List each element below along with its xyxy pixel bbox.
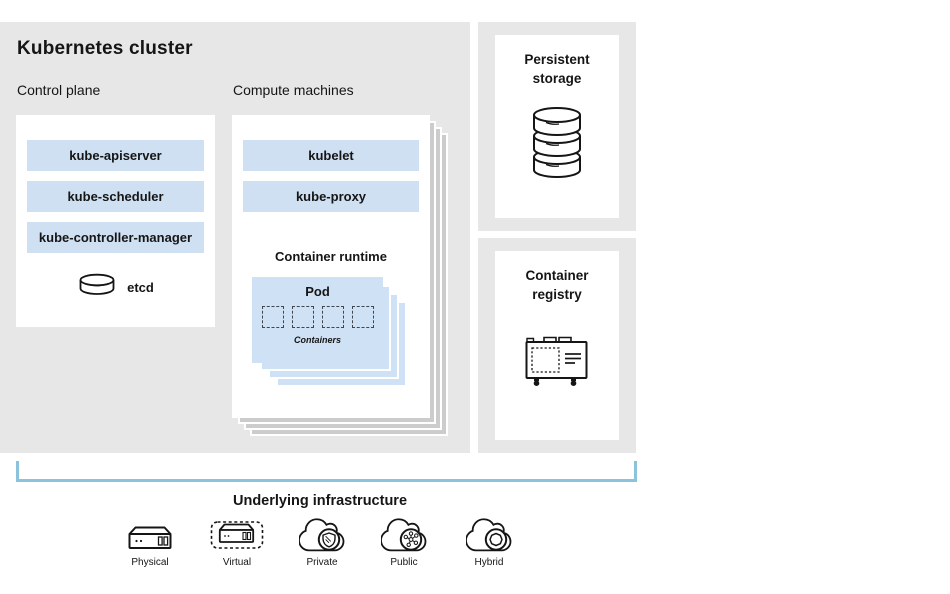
persistent-storage-panel: Persistent storage — [478, 22, 636, 231]
infra-item-public: Public — [364, 518, 444, 568]
control-plane-box: kube-apiserver kube-scheduler kube-contr… — [16, 115, 215, 327]
compute-machines-box: kubelet kube-proxy Container runtime Pod… — [232, 115, 430, 418]
infra-item-hybrid: Hybrid — [449, 518, 529, 568]
pod-label: Pod — [305, 284, 330, 299]
infrastructure-bracket — [16, 479, 637, 482]
etcd-label: etcd — [127, 280, 154, 295]
kube-apiserver-box: kube-apiserver — [27, 140, 204, 171]
public-cloud-icon — [381, 518, 427, 552]
infra-label: Private — [306, 557, 338, 568]
infra-item-physical: Physical — [110, 518, 190, 568]
infra-label: Physical — [131, 557, 169, 568]
bracket-left-tick — [16, 461, 19, 482]
etcd-row: etcd — [16, 273, 215, 302]
infra-label: Hybrid — [474, 557, 504, 568]
registry-icon — [523, 333, 591, 394]
container-row — [252, 306, 383, 328]
control-plane-label: Control plane — [17, 82, 101, 98]
virtual-server-icon — [208, 518, 266, 552]
container-slot — [321, 306, 344, 328]
container-slot — [291, 306, 314, 328]
compute-machines-label: Compute machines — [233, 82, 354, 98]
container-slot — [261, 306, 284, 328]
kube-scheduler-box: kube-scheduler — [27, 181, 204, 212]
underlying-infrastructure-label: Underlying infrastructure — [232, 493, 408, 509]
kube-proxy-box: kube-proxy — [243, 181, 419, 212]
hybrid-cloud-icon — [466, 518, 512, 552]
kube-controller-manager-box: kube-controller-manager — [27, 222, 204, 253]
containers-label: Containers — [293, 335, 341, 345]
etcd-disk-icon — [77, 273, 117, 302]
infra-label: Virtual — [222, 557, 252, 568]
cluster-title: Kubernetes cluster — [17, 38, 193, 59]
private-cloud-icon — [299, 518, 345, 552]
infra-label: Public — [390, 557, 418, 568]
pod-box: Pod Containers — [252, 277, 383, 363]
container-registry-card: Container registry — [495, 251, 619, 440]
kubelet-box: kubelet — [243, 140, 419, 171]
container-runtime-label: Container runtime — [275, 249, 387, 264]
kubernetes-cluster-panel: Kubernetes cluster Control plane Compute… — [0, 22, 470, 453]
database-icon — [531, 105, 583, 186]
infra-item-private: Private — [282, 518, 362, 568]
infra-item-virtual: Virtual — [197, 518, 277, 568]
persistent-storage-card: Persistent storage — [495, 35, 619, 218]
container-registry-title: Container registry — [525, 268, 589, 302]
container-slot — [351, 306, 374, 328]
physical-server-icon — [126, 518, 174, 552]
persistent-storage-title: Persistent storage — [524, 52, 590, 86]
bracket-right-tick — [634, 461, 637, 482]
container-registry-panel: Container registry — [478, 238, 636, 453]
